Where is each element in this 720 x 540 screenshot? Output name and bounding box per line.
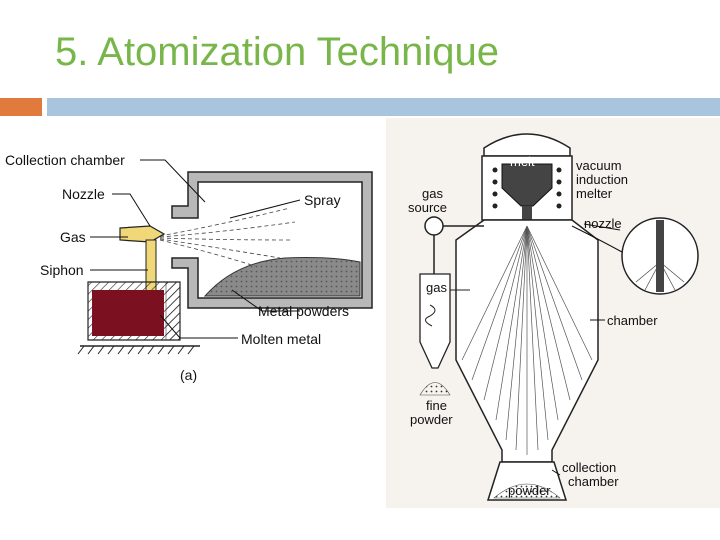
label-induction: induction [576,172,628,187]
gas-nozzle [119,225,166,243]
label-gas-inner: gas [426,280,447,295]
gas-atomizer-diagram: Collection chamber Nozzle Gas Siphon Spr… [5,152,373,383]
label-siphon: Siphon [40,262,84,278]
label-powder: powder [410,412,453,427]
label-nozzle: nozzle [584,216,622,231]
melt-crucible [501,163,553,207]
accent-bar-orange [0,98,42,116]
label-collection-chamber: Collection chamber [5,152,125,168]
label-spray: Spray [304,192,341,208]
molten-metal [92,290,164,336]
label-gas: gas [422,186,443,201]
label-fine: fine [426,398,447,413]
vacuum-dome [483,133,571,157]
label-melter: melter [576,186,613,201]
label-metal-powders: Metal powders [258,303,349,319]
cyclone-separator [419,273,451,369]
label-collection: collection [562,460,616,475]
label-collection-chamber: chamber [568,474,619,489]
label-molten-metal: Molten metal [241,331,321,347]
vacuum-atomizer-diagram: melt vacuum induction melter gas source … [386,118,720,508]
label-melt: melt [510,154,535,169]
label-source: source [408,200,447,215]
label-chamber: chamber [607,313,658,328]
atomized-spray [461,225,593,455]
figure-caption: (a) [180,367,197,383]
label-vacuum: vacuum [576,158,622,173]
label-powder-bin: powder [508,483,551,498]
label-nozzle: Nozzle [62,186,105,202]
gas-source-valve [424,216,444,236]
label-gas: Gas [60,229,86,245]
spray-jets [159,207,296,267]
accent-bar-blue [47,98,720,116]
slide-title: 5. Atomization Technique [55,30,500,74]
